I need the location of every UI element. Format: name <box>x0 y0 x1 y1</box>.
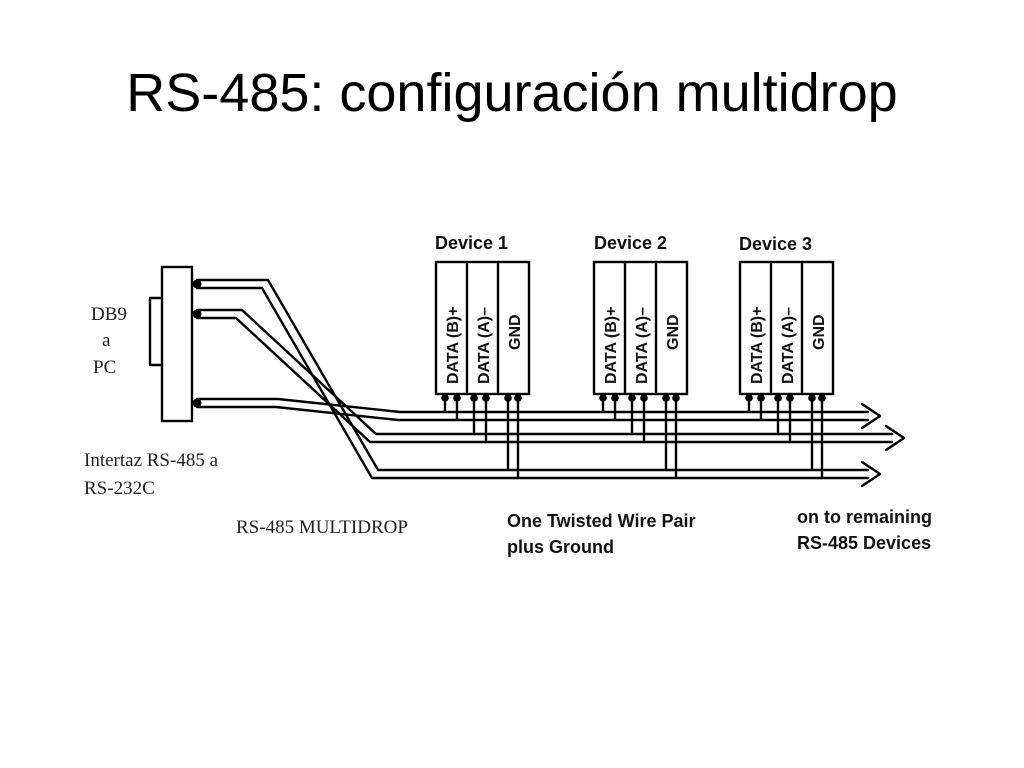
bus-arrow-heads <box>860 402 906 488</box>
device-2 <box>592 260 689 480</box>
device-1 <box>434 260 531 480</box>
multidrop-label: RS-485 MULTIDROP <box>236 517 408 538</box>
twisted-pair-label-line-1: One Twisted Wire Pair <box>507 511 696 531</box>
device-2-pin-a: DATA (A)– <box>634 307 651 384</box>
device-1-pin-a: DATA (A)– <box>476 307 493 384</box>
device-2-pin-b: DATA (B)+ <box>603 307 620 384</box>
twisted-pair-label-line-2: plus Ground <box>507 537 614 557</box>
interface-label-line-2: RS-232C <box>84 478 155 499</box>
device-1-pin-gnd: GND <box>507 314 524 350</box>
db9-connector <box>148 265 202 423</box>
slide-title: RS-485: configuración multidrop <box>126 63 898 123</box>
device-1-pin-b: DATA (B)+ <box>445 307 462 384</box>
device-3-pin-gnd: GND <box>811 314 828 350</box>
device-1-name: Device 1 <box>435 233 508 253</box>
remaining-label-line-2: RS-485 Devices <box>797 533 931 553</box>
device-3-pin-a: DATA (A)– <box>780 307 797 384</box>
interface-label-line-1: Intertaz RS-485 a <box>84 450 219 471</box>
pc-label-line-3: PC <box>93 357 116 378</box>
remaining-label-line-1: on to remaining <box>797 507 932 527</box>
device-2-pin-gnd: GND <box>665 314 682 350</box>
device-2-name: Device 2 <box>594 233 667 253</box>
device-3 <box>738 260 835 480</box>
device-3-pin-b: DATA (B)+ <box>749 307 766 384</box>
pc-label-line-2: a <box>102 330 111 351</box>
device-3-name: Device 3 <box>739 234 812 254</box>
pc-label-line-1: DB9 <box>91 304 127 325</box>
